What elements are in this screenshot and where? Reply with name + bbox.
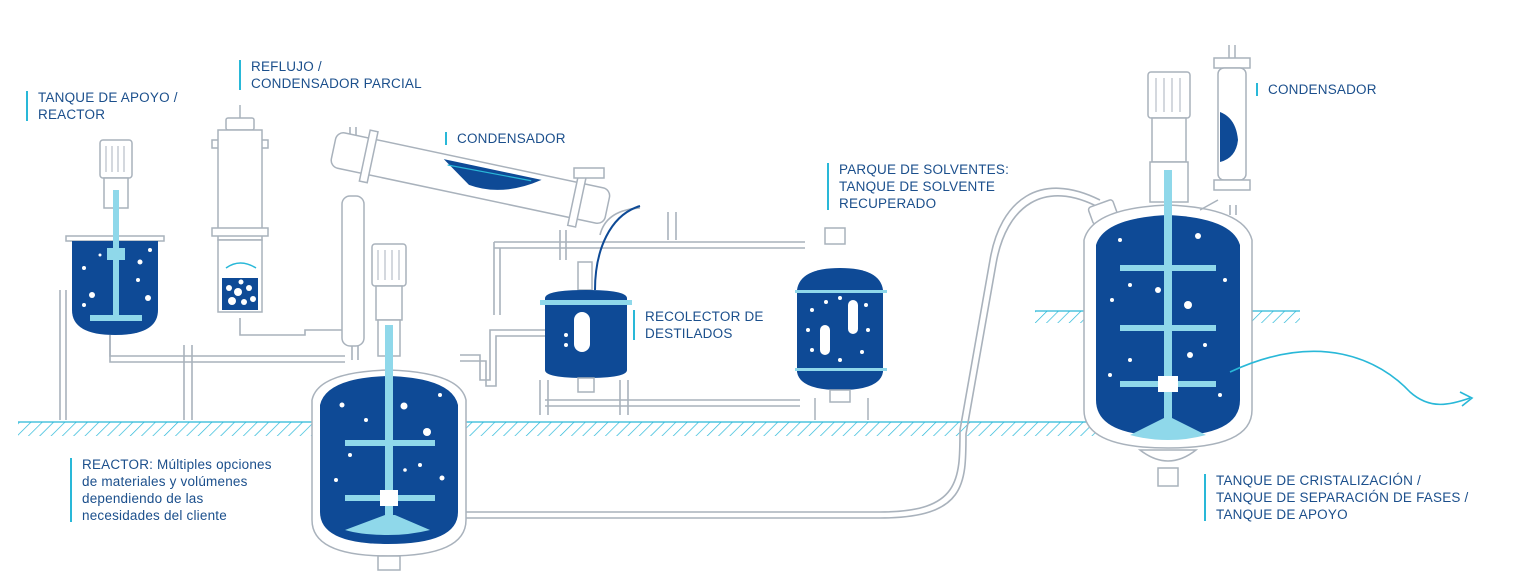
right-condenser — [1199, 45, 1251, 211]
vessel-icon — [797, 268, 883, 390]
label-condenser-main: CONDENSADOR — [445, 130, 566, 147]
label-crystallization: TANQUE DE CRISTALIZACIÓN / TANQUE DE SEP… — [1204, 472, 1469, 523]
label-line: PARQUE DE SOLVENTES: — [839, 162, 1010, 177]
crystallization-tank — [1083, 71, 1253, 487]
label-line: RECUPERADO — [839, 196, 937, 211]
label-line: TANQUE DE APOYO / — [38, 90, 178, 105]
reflux-condenser — [211, 105, 269, 313]
label-line: TANQUE DE SOLVENTE — [839, 179, 996, 194]
label-line: CONDENSADOR — [457, 131, 566, 146]
label-line: RECOLECTOR DE — [645, 309, 764, 324]
label-line: de materiales y volúmenes — [82, 474, 248, 489]
main-condenser — [330, 129, 611, 347]
label-line: TANQUE DE CRISTALIZACIÓN / — [1216, 473, 1421, 488]
label-distillate-collector: RECOLECTOR DE DESTILADOS — [633, 308, 764, 342]
label-line: CONDENSADOR PARCIAL — [251, 76, 422, 91]
support-reactor-tank — [65, 139, 165, 335]
label-line: CONDENSADOR — [1268, 82, 1377, 97]
label-line: REACTOR — [38, 107, 106, 122]
motor-icon — [371, 243, 407, 287]
distillate-collector — [540, 261, 632, 393]
label-line: dependiendo de las — [82, 491, 204, 506]
label-reflux: REFLUJO / CONDENSADOR PARCIAL — [239, 58, 422, 92]
label-condenser-right: CONDENSADOR — [1256, 81, 1377, 98]
motor-icon — [99, 139, 133, 179]
agitator-icon — [1164, 170, 1172, 425]
outflow-arrow-icon — [1229, 350, 1474, 407]
condenser-icon — [217, 129, 263, 241]
label-line: REFLUJO / — [251, 59, 322, 74]
label-line: REACTOR: Múltiples opciones — [82, 457, 272, 472]
label-line: TANQUE DE SEPARACIÓN DE FASES / — [1216, 490, 1469, 505]
label-support-reactor: TANQUE DE APOYO / REACTOR — [26, 89, 178, 123]
label-line: TANQUE DE APOYO — [1216, 507, 1348, 522]
label-reactor: REACTOR: Múltiples opciones de materiale… — [70, 456, 272, 524]
motor-icon — [1147, 71, 1191, 119]
agitator-icon — [385, 325, 393, 530]
label-line: DESTILADOS — [645, 326, 733, 341]
distillate-line — [594, 205, 641, 291]
main-reactor — [311, 243, 467, 571]
label-solvent-park: PARQUE DE SOLVENTES: TANQUE DE SOLVENTE … — [826, 161, 1010, 212]
label-line: necesidades del cliente — [82, 508, 227, 523]
solvent-tank — [795, 227, 887, 420]
